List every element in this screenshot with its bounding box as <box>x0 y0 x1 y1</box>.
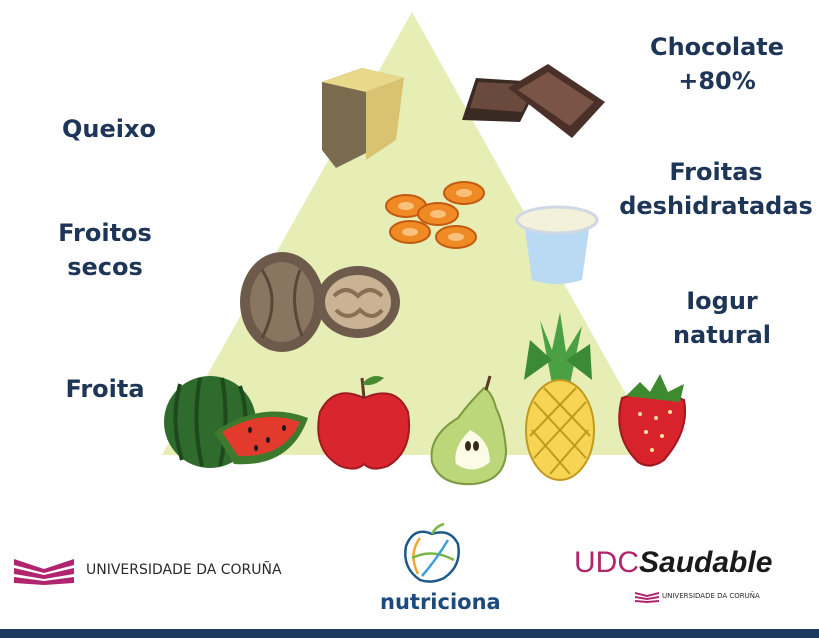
udc-saudable-logo: UDCSaudable <box>574 543 772 583</box>
watermelon-illustration <box>164 376 308 468</box>
label-froitas-deshidratadas: Froitas deshidratadas <box>619 158 813 220</box>
chocolate-illustration <box>462 64 605 138</box>
udc-saudable-udc: UDC <box>574 546 639 579</box>
apple-illustration <box>317 376 411 470</box>
label-iogur-natural: Iogur natural <box>672 287 772 349</box>
udc-small-logo-icon <box>635 592 659 603</box>
label-chocolate: Chocolate +80% <box>649 33 785 95</box>
walnuts-illustration <box>240 252 400 352</box>
yogurt-illustration <box>515 205 599 284</box>
pear-illustration <box>430 375 508 486</box>
nutriciona-logo-text: nutriciona <box>380 590 501 614</box>
strawberry-illustration <box>618 374 687 467</box>
udc-logo-icon <box>14 559 74 585</box>
label-froitos-secos: Froitos secos <box>58 219 152 281</box>
cheese-illustration <box>322 68 404 168</box>
footer-bar <box>0 629 819 638</box>
udc-small-logo-text: UNIVERSIDADE DA CORUÑA <box>662 592 760 600</box>
nutriciona-logo-icon <box>404 522 460 583</box>
pineapple-illustration <box>524 312 595 481</box>
udc-saudable-word: Saudable <box>639 546 773 579</box>
udc-logo-text: UNIVERSIDADE DA CORUÑA <box>86 562 282 578</box>
label-froita: Froita <box>65 375 145 403</box>
label-queixo: Queixo <box>62 115 156 143</box>
